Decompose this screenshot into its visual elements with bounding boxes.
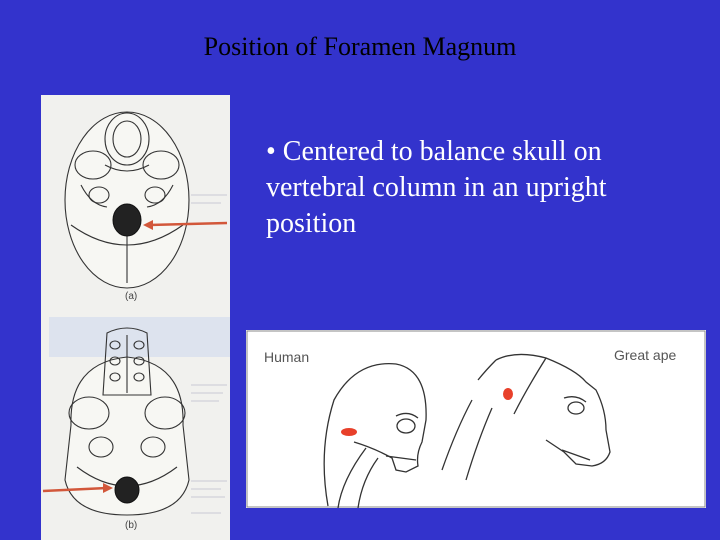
skull-base-figure: (a) (b) [41, 95, 230, 540]
label-human: Human [264, 349, 309, 365]
lateral-skull-figure: Human Great ape [246, 330, 706, 508]
ape-foramen-marker [503, 388, 513, 400]
bullet-text: • Centered to balance skull on vertebral… [266, 136, 607, 239]
figure-label-a: (a) [125, 291, 137, 302]
ape-skull-lateral [441, 353, 611, 481]
human-skull-lateral [323, 362, 427, 508]
figure-label-b: (b) [125, 520, 137, 531]
slide-title: Position of Foramen Magnum [203, 32, 517, 61]
human-foramen-marker [341, 428, 357, 436]
foramen-magnum-b [114, 476, 140, 504]
human-skull-base [64, 111, 190, 289]
arrow-b [42, 483, 113, 493]
label-great-ape: Great ape [614, 347, 676, 363]
arrow-a [143, 220, 228, 230]
ape-skull-base [64, 327, 190, 516]
foramen-magnum-a [112, 203, 142, 237]
